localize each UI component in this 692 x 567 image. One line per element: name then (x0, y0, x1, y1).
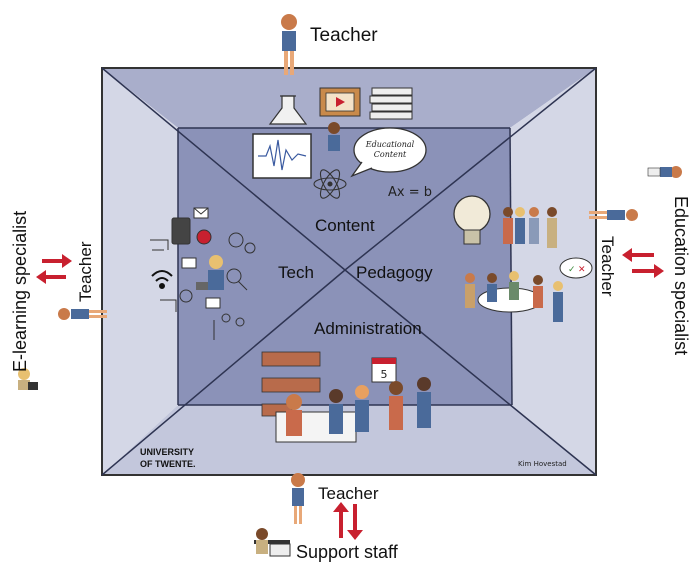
bookshelf (261, 351, 321, 417)
calendar-icon (371, 357, 397, 383)
exchange-arrows-left (36, 254, 72, 284)
right-wall (510, 68, 596, 475)
educator-figure (328, 122, 340, 151)
teacher-label-bottom: Teacher (318, 484, 379, 503)
lightbulb-icon (453, 195, 491, 245)
teacher-label-top: Teacher (310, 25, 378, 46)
support-staff-figure (254, 528, 291, 557)
exchange-arrows-right (622, 248, 664, 278)
e-learning-specialist-figure (18, 368, 38, 390)
wifi-icon (151, 270, 173, 289)
circuit-lines (150, 239, 215, 340)
university-logo-line2: OF TWENTE. (140, 459, 196, 469)
speech-bubble (350, 127, 427, 178)
feedback-bubble: ✓ ✕ (559, 257, 593, 279)
e-learning-specialist-label: E-learning specialist (10, 210, 30, 372)
back-wall-lower (178, 348, 512, 405)
perspective-lines (101, 67, 597, 476)
exchange-arrows-bottom (333, 502, 363, 540)
teacher-label-right: Teacher (598, 236, 617, 297)
meeting-table-group (465, 271, 563, 322)
content-label: Content (315, 216, 375, 235)
back-wall (178, 128, 512, 348)
atom-icon (313, 169, 347, 199)
pedagogy-label: Pedagogy (356, 263, 433, 282)
svg-text:✕: ✕ (578, 265, 586, 275)
artist-signature: Kim Hovestad (518, 460, 567, 468)
university-logo-line1: UNIVERSITY (140, 447, 194, 457)
video-player-icon (319, 87, 361, 117)
teacher-figure-top (281, 14, 297, 75)
education-specialist-label: Education specialist (671, 196, 691, 356)
tech-devices-cluster (171, 207, 256, 327)
books-stack-icon (369, 87, 413, 120)
support-staff-label: Support staff (296, 542, 398, 562)
tech-label: Tech (278, 263, 314, 282)
teacher-figure-bottom (291, 473, 305, 524)
administration-label: Administration (314, 319, 422, 338)
students-group (503, 207, 557, 248)
flask-icon (268, 95, 308, 125)
office-scene (275, 377, 431, 443)
left-wall (102, 68, 178, 475)
teacher-figure-right (589, 209, 638, 221)
formula-text: Ax = b (388, 185, 432, 200)
education-specialist-figure (647, 166, 682, 178)
calendar-day: 5 (381, 368, 388, 381)
teacher-figure-left (58, 308, 107, 320)
svg-text:✓: ✓ (568, 265, 576, 275)
teacher-label-left: Teacher (76, 241, 95, 302)
waveform-screen-icon (252, 133, 312, 179)
tech-person-figure (196, 255, 224, 290)
